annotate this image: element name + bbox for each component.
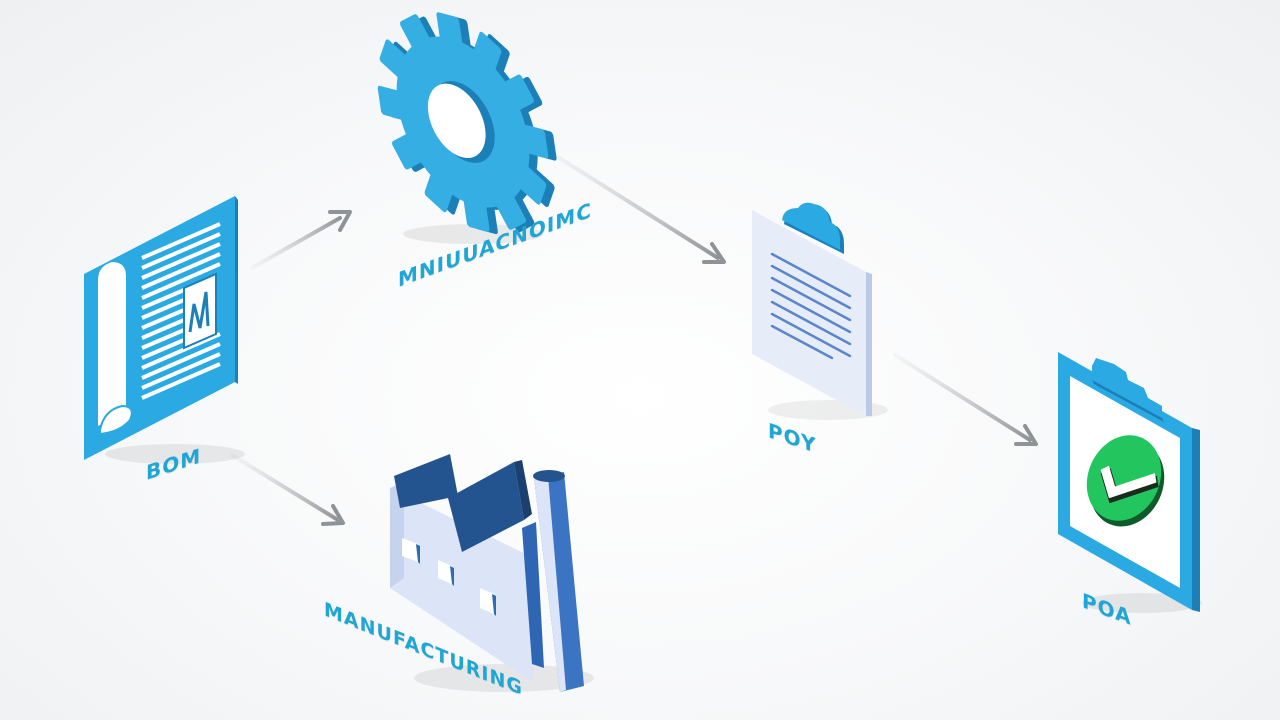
cloud-document-icon	[752, 202, 888, 420]
gear-icon	[377, 12, 557, 244]
node-bom	[80, 192, 250, 472]
clipboard-check-icon	[1058, 352, 1202, 613]
node-poy	[748, 200, 888, 425]
node-factory	[384, 448, 594, 698]
document-bom-icon	[84, 196, 245, 464]
factory-icon	[390, 454, 594, 692]
node-poa	[1052, 348, 1207, 618]
arrow-poy-to-poa	[893, 353, 1038, 446]
node-gear	[368, 4, 558, 244]
arrow-bom-to-gear	[250, 210, 352, 270]
